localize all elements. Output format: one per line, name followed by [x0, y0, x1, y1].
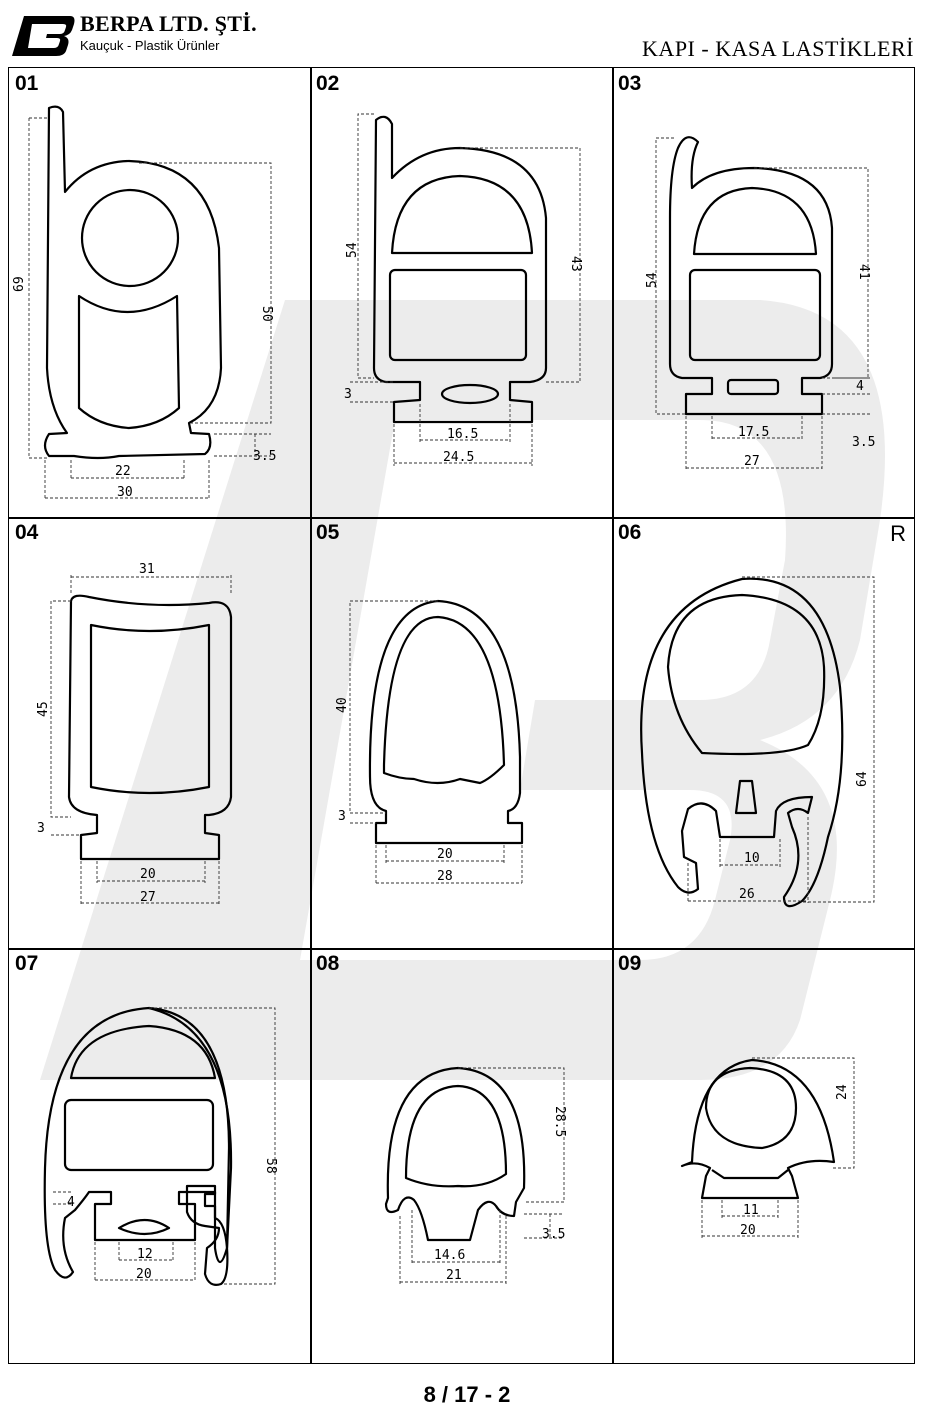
profile-drawing-04: 31 45 3 20 27 [36, 562, 233, 905]
dim-label: 28.5 [552, 1106, 567, 1137]
profile-number: 07 [15, 952, 39, 975]
page-number: 8 / 17 - 2 [423, 1382, 511, 1407]
dim-label: 24.5 [443, 450, 474, 465]
dim-label: 30 [117, 485, 133, 500]
dim-label: 50 [259, 306, 274, 322]
dim-label: 27 [744, 454, 760, 469]
dim-label: 3.5 [852, 435, 875, 450]
profile-drawing-02: 54 43 3 16.5 24.5 [344, 113, 583, 466]
dim-label: 20 [140, 867, 156, 882]
grid-divider [310, 68, 312, 1363]
dim-label: 26 [739, 887, 755, 902]
dim-label: 69 [12, 276, 27, 292]
dim-label: 10 [744, 851, 760, 866]
dim-label: 3 [344, 387, 352, 402]
profile-flag: R [890, 521, 906, 546]
berpa-logo-icon [12, 16, 75, 56]
dim-label: 16.5 [447, 427, 478, 442]
company-name: BERPA LTD. ŞTİ. [80, 11, 257, 36]
dim-label: 3.5 [542, 1227, 565, 1242]
dim-label: 3.5 [253, 449, 276, 464]
dim-label: 20 [437, 847, 453, 862]
dim-label: 58 [263, 1158, 278, 1174]
profile-number: 05 [316, 521, 340, 544]
profile-cell-08[interactable]: 08 28.5 3.5 14.6 21 [310, 948, 612, 1365]
dim-label: 3 [338, 809, 346, 824]
profile-cell-05[interactable]: 05 40 3 20 28 [310, 517, 612, 948]
profile-cell-07[interactable]: 07 58 4 12 20 [9, 948, 310, 1365]
dim-label: 12 [137, 1247, 153, 1262]
company-tagline: Kauçuk - Plastik Ürünler [80, 38, 220, 53]
profile-number: 04 [15, 521, 39, 544]
dim-label: 4 [856, 379, 864, 394]
dim-label: 22 [115, 464, 131, 479]
catalog-title: KAPI - KASA LASTİKLERİ [642, 36, 914, 61]
profile-cell-03[interactable]: 03 54 41 4 17.5 27 3.5 [612, 68, 916, 517]
profile-cell-04[interactable]: 04 31 45 3 20 27 [9, 517, 310, 948]
dim-label: 4 [67, 1195, 75, 1210]
dim-label: 64 [855, 771, 870, 787]
grid-divider [612, 68, 614, 1363]
dim-label: 20 [136, 1267, 152, 1282]
profile-drawing-06: 64 10 26 [640, 576, 875, 908]
profile-cell-06[interactable]: 06 R 64 10 26 [612, 517, 916, 948]
profile-number: 01 [15, 72, 39, 95]
dim-label: 17.5 [738, 425, 769, 440]
profile-drawing-01: 69 50 22 30 3.5 [12, 105, 276, 500]
profile-drawing-08: 28.5 3.5 14.6 21 [384, 1066, 567, 1284]
dim-label: 11 [743, 1203, 759, 1218]
profile-cell-09[interactable]: 09 24 11 20 [612, 948, 916, 1365]
dim-label: 31 [139, 562, 155, 577]
dim-label: 14.6 [434, 1248, 465, 1263]
dim-label: 3 [37, 821, 45, 836]
profile-number: 02 [316, 72, 340, 95]
profile-number: 06 [618, 521, 642, 544]
profile-drawing-03: 54 41 4 17.5 27 3.5 [645, 136, 875, 470]
dim-label: 28 [437, 869, 453, 884]
grid-divider [9, 517, 914, 519]
dim-label: 54 [345, 242, 360, 258]
page-header: BERPA LTD. ŞTİ. Kauçuk - Plastik Ürünler… [0, 0, 934, 66]
dim-label: 40 [335, 697, 350, 713]
profile-number: 09 [618, 952, 642, 975]
profile-drawing-09: 24 11 20 [680, 1057, 855, 1238]
profile-cell-01[interactable]: 01 69 50 22 30 3.5 [9, 68, 310, 517]
profile-grid: 01 69 50 22 30 3.5 02 [8, 67, 915, 1364]
dim-label: 41 [856, 264, 871, 280]
dim-label: 54 [645, 272, 660, 288]
dim-label: 24 [835, 1084, 850, 1100]
dim-label: 43 [568, 256, 583, 272]
profile-drawing-05: 40 3 20 28 [335, 599, 524, 885]
dim-label: 20 [740, 1223, 756, 1238]
profile-number: 03 [618, 72, 642, 95]
profile-drawing-07: 58 4 12 20 [43, 1006, 278, 1286]
dim-label: 27 [140, 890, 156, 905]
dim-label: 21 [446, 1268, 462, 1283]
dim-label: 45 [36, 701, 51, 717]
profile-number: 08 [316, 952, 340, 975]
profile-cell-02[interactable]: 02 54 43 3 16.5 24.5 [310, 68, 612, 517]
grid-divider [9, 948, 914, 950]
